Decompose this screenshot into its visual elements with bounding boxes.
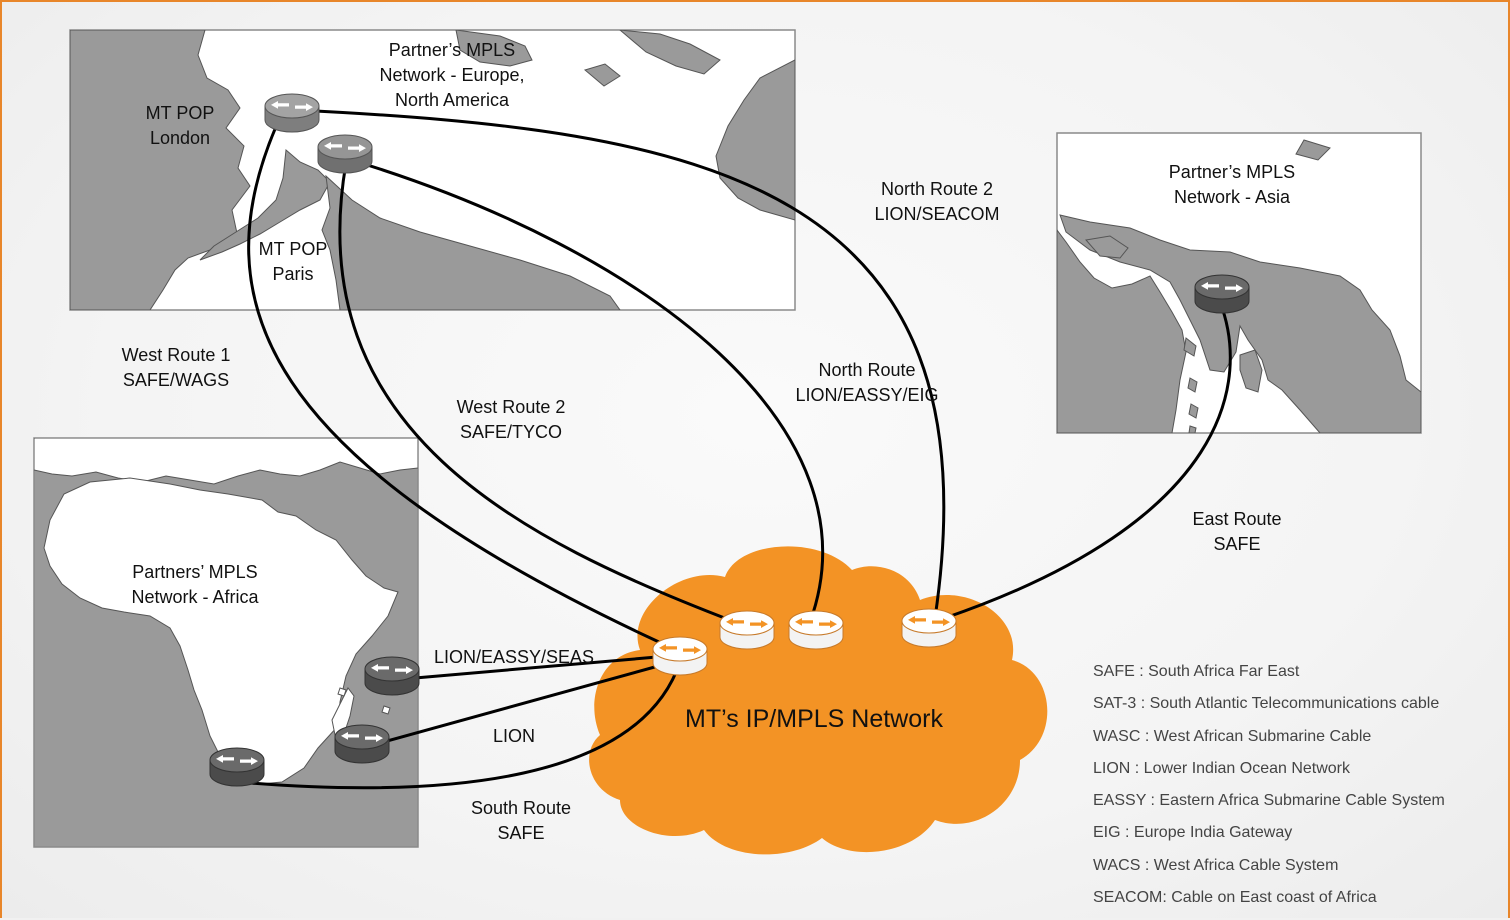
route-line-west2: [338, 162, 736, 624]
route-north-line1: North Route: [818, 360, 916, 380]
acronym-legend: SAFE : South Africa Far East SAT-3 : Sou…: [1093, 656, 1445, 914]
legend-item-eassy: EASSY : Eastern Africa Submarine Cable S…: [1093, 792, 1445, 810]
africa-map: [33, 437, 419, 848]
legend-item-wasc: WASC : West African Submarine Cable: [1093, 727, 1372, 745]
route-north2-line2: LION/SEACOM: [874, 204, 1000, 224]
africa-label-line2: Network - Africa: [131, 587, 259, 607]
pop-paris-label: MT POP Paris: [259, 237, 328, 287]
route-lion-eassy-seas-label: LION/EASSY/SEAS: [433, 647, 595, 667]
pop-london-line1: MT POP: [145, 103, 215, 123]
asia-label-line2: Network - Asia: [1173, 187, 1291, 207]
router-london[interactable]: [264, 93, 320, 133]
asia-label-line1: Partner’s MPLS: [1168, 162, 1296, 182]
route-line-east: [944, 301, 1232, 620]
route-lion-label: LION: [492, 726, 536, 746]
route-south-label: South Route SAFE: [471, 796, 571, 846]
cloud-network-label: MT’s IP/MPLS Network: [685, 705, 943, 733]
route-south-line1: South Route: [470, 798, 572, 818]
route-line-north: [347, 157, 824, 623]
router-cloud-3[interactable]: [788, 610, 844, 650]
africa-label-line1: Partners’ MPLS: [132, 562, 258, 582]
route-line-north2: [295, 108, 946, 619]
legend-item-sat3: SAT-3 : South Atlantic Telecommunication…: [1093, 695, 1440, 713]
pop-paris-line1: MT POP: [258, 239, 328, 259]
route-lines: [237, 108, 1232, 790]
legend-item-lion: LION : Lower Indian Ocean Network: [1093, 759, 1351, 777]
europe-network-label: Partner’s MPLS Network - Europe, North A…: [379, 38, 524, 113]
route-east-line1: East Route: [1192, 509, 1282, 529]
route-west2-line1: West Route 2: [456, 397, 566, 417]
europe-label-line1: Partner’s MPLS: [388, 40, 516, 60]
route-south-line2: SAFE: [497, 823, 545, 843]
route-north2-line1: North Route 2: [880, 179, 994, 199]
legend-item-seacom: SEACOM: Cable on East coast of Africa: [1093, 889, 1377, 907]
europe-label-line3: North America: [394, 90, 510, 110]
router-cloud-4[interactable]: [901, 608, 957, 648]
router-africa-east-1[interactable]: [364, 656, 420, 696]
router-paris[interactable]: [317, 134, 373, 174]
route-line-lion: [361, 658, 681, 750]
legend-item-wacs: WACS : West Africa Cable System: [1093, 856, 1339, 874]
route-north2-label: North Route 2 LION/SEACOM: [874, 177, 999, 227]
route-east-line2: SAFE: [1213, 534, 1261, 554]
asia-network-label: Partner’s MPLS Network - Asia: [1169, 160, 1295, 210]
africa-network-label: Partners’ MPLS Network - Africa: [131, 560, 258, 610]
legend-item-eig: EIG : Europe India Gateway: [1093, 824, 1293, 842]
router-africa-east-2[interactable]: [334, 724, 390, 764]
europe-map: [69, 29, 796, 311]
pop-london-line2: London: [149, 128, 211, 148]
route-west1-line1: West Route 1: [121, 345, 231, 365]
router-asia[interactable]: [1194, 274, 1250, 314]
europe-label-line2: Network - Europe,: [379, 65, 525, 85]
legend-item-safe: SAFE : South Africa Far East: [1093, 663, 1300, 680]
route-north-line2: LION/EASSY/EIG: [795, 385, 939, 405]
route-north-label: North Route LION/EASSY/EIG: [795, 358, 938, 408]
router-africa-south[interactable]: [209, 747, 265, 787]
router-cloud-2[interactable]: [719, 610, 775, 650]
route-west1-line2: SAFE/WAGS: [122, 370, 230, 390]
route-line-south: [237, 661, 682, 790]
route-east-label: East Route SAFE: [1192, 507, 1281, 557]
pop-paris-line2: Paris: [272, 264, 314, 284]
route-line-lion-eassy-seas: [391, 653, 681, 682]
route-west1-label: West Route 1 SAFE/WAGS: [122, 343, 231, 393]
route-line-west1: [247, 121, 673, 650]
route-west2-line2: SAFE/TYCO: [459, 422, 563, 442]
pop-london-label: MT POP London: [146, 101, 215, 151]
route-west2-label: West Route 2 SAFE/TYCO: [457, 395, 566, 445]
router-cloud-1[interactable]: [652, 636, 708, 676]
